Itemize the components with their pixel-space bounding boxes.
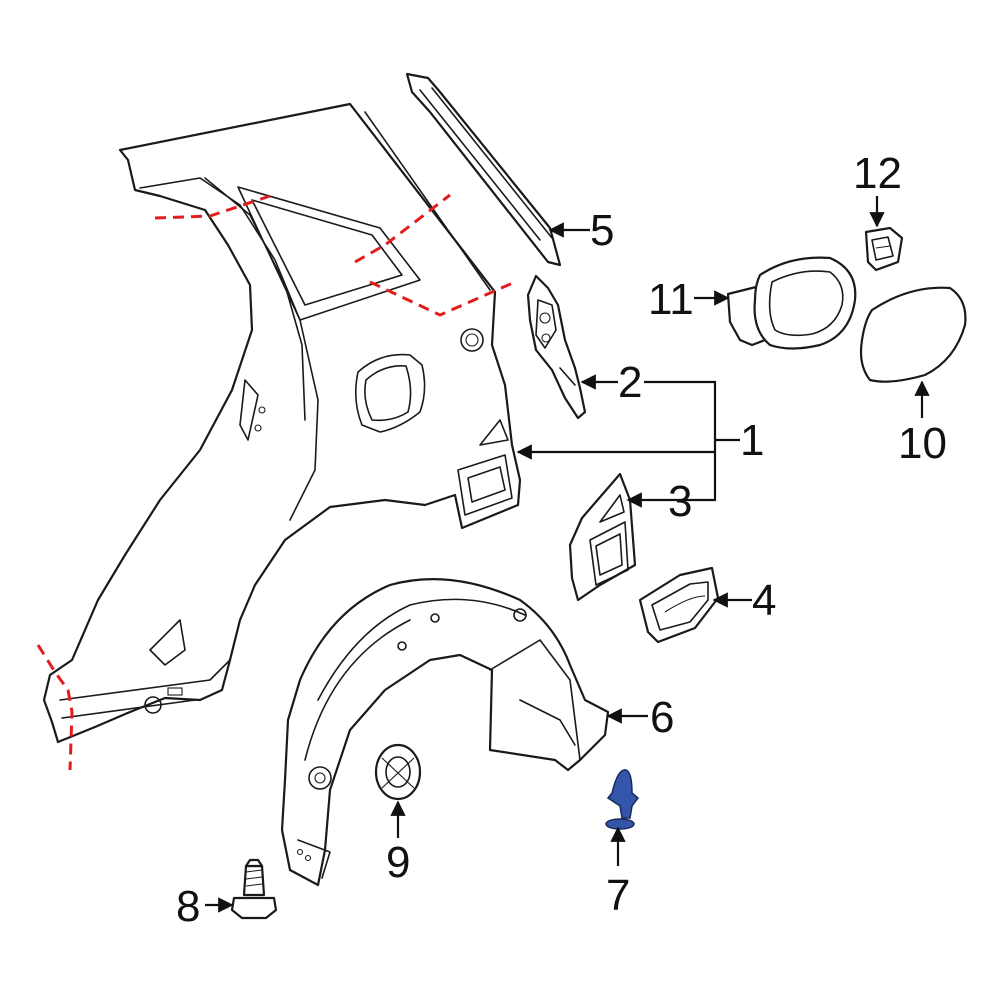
push-clip xyxy=(605,769,640,830)
callout-4: 4 xyxy=(752,576,776,625)
callout-6: 6 xyxy=(650,693,674,742)
push-clip-head xyxy=(605,818,635,830)
wheel-liner xyxy=(280,578,610,887)
callout-8: 8 xyxy=(176,882,200,931)
callout-10: 10 xyxy=(898,419,947,468)
inner-bracket xyxy=(526,274,587,420)
plug xyxy=(374,743,422,801)
leader-lines xyxy=(205,196,930,913)
reinforcement-panel xyxy=(568,472,637,602)
callout-3: 3 xyxy=(668,477,692,526)
latch xyxy=(864,226,904,272)
pillar-trim xyxy=(405,72,562,267)
callout-1: 1 xyxy=(740,416,764,465)
callout-9: 9 xyxy=(386,838,410,887)
callout-12: 12 xyxy=(853,149,902,198)
callout-2: 2 xyxy=(618,358,642,407)
callout-11: 11 xyxy=(648,275,694,324)
callout-labels: 1 2 3 4 5 6 7 8 9 10 11 12 xyxy=(176,149,947,931)
fuel-pocket xyxy=(638,566,720,644)
fuel-door xyxy=(859,286,967,383)
filler-housing xyxy=(726,256,857,350)
cut-lines xyxy=(36,193,516,771)
callout-5: 5 xyxy=(590,206,614,255)
bolt xyxy=(230,858,278,920)
push-clip-body xyxy=(606,769,640,819)
quarter-panel xyxy=(42,102,522,744)
callout-7: 7 xyxy=(606,871,630,920)
